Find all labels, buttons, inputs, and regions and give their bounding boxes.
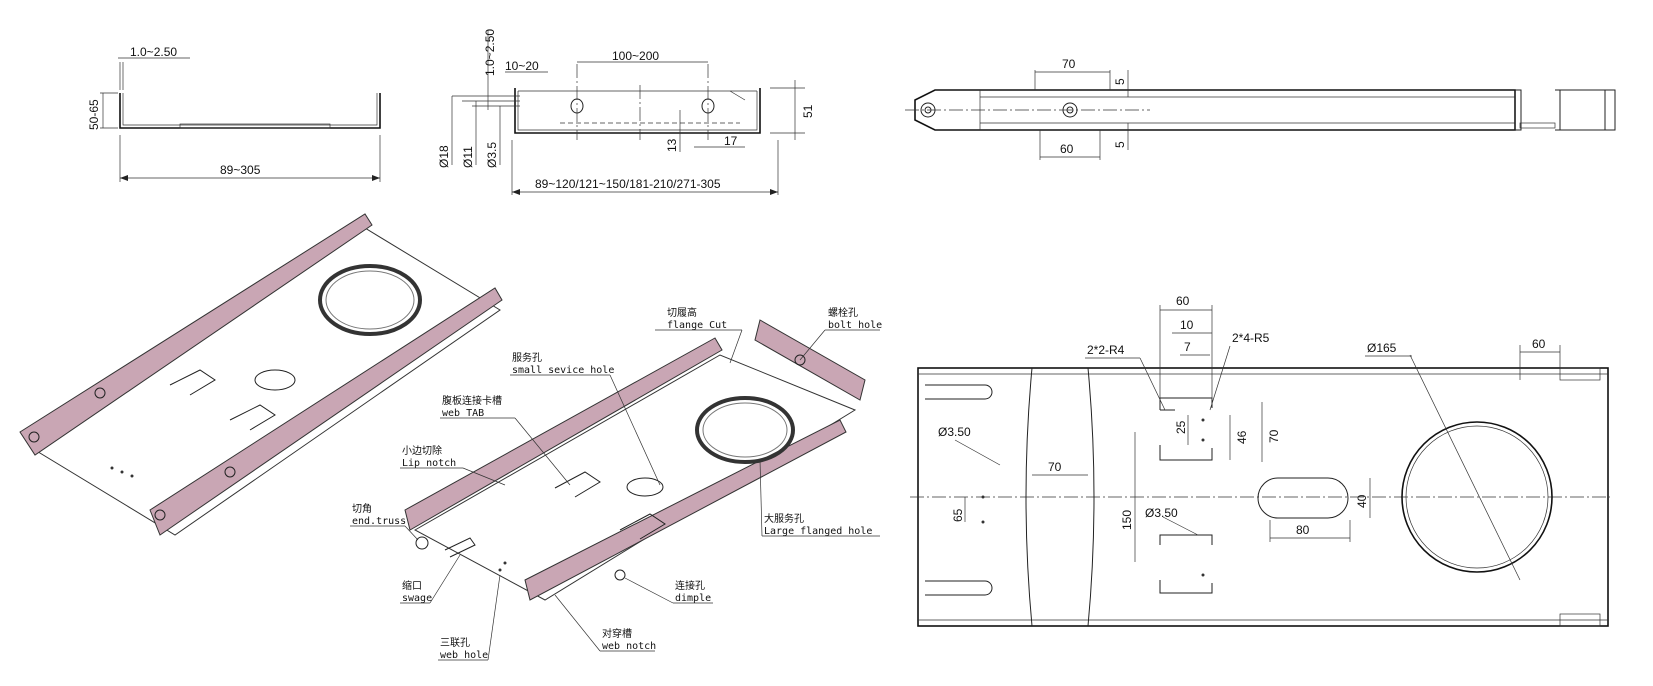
section-lip-label: 10~20	[505, 59, 539, 73]
callout-10-zh: 三联孔	[440, 637, 470, 649]
plan-d65-label: 65	[951, 508, 965, 522]
plan-r5-label: 2*4-R5	[1232, 331, 1270, 345]
section-view: 100~200 10~20 1.0~2.50 Ø18 Ø11 Ø3.5 13 1…	[437, 29, 815, 195]
iso-view-1	[19, 213, 503, 536]
callout-1-en: bolt hole	[828, 320, 882, 331]
side-d60-label: 60	[1060, 142, 1074, 156]
side-d5-top-label: 5	[1113, 78, 1127, 85]
plan-d25-label: 25	[1174, 420, 1188, 434]
plan-dia350-b-label: Ø3.50	[1145, 506, 1178, 520]
section-widths-label: 89~120/121~150/181-210/271-305	[535, 177, 721, 191]
callout-4-zh: 小边切除	[402, 444, 442, 457]
section-d13-label: 13	[665, 138, 679, 152]
section-d17-label: 17	[724, 134, 738, 148]
side-d70-label: 70	[1062, 57, 1076, 71]
callout-5-en: end.truss	[352, 516, 406, 527]
callout-8-zh: 连接孔	[675, 579, 705, 592]
callout-3-zh: 腹板连接卡槽	[442, 394, 502, 407]
callout-6-zh: 大服务孔	[764, 512, 804, 525]
section-dia3-5-label: Ø3.5	[485, 142, 499, 168]
plan-d60-right-label: 60	[1532, 337, 1546, 351]
plan-dia350-a-label: Ø3.50	[938, 425, 971, 439]
section-dia11-label: Ø11	[461, 146, 475, 168]
front-height-label: 50-65	[87, 99, 101, 130]
callout-4-en: Lip notch	[402, 458, 456, 469]
callout-7-zh: 缩口	[402, 579, 422, 592]
front-thickness-label: 1.0~2.50	[130, 45, 177, 59]
front-width-label: 89~305	[220, 163, 261, 177]
callout-2-en: small sevice hole	[512, 365, 614, 376]
plan-view: 70 65 Ø3.50 Ø3.50 150 60 10	[910, 294, 1610, 627]
plan-dia165-label: Ø165	[1367, 341, 1397, 355]
plan-d80-label: 80	[1296, 523, 1310, 537]
plan-d40-label: 40	[1355, 494, 1369, 508]
section-pitch-label: 100~200	[612, 49, 659, 63]
plan-r4-label: 2*2-R4	[1087, 343, 1125, 357]
section-thickness-label: 1.0~2.50	[483, 29, 497, 76]
callout-9-en: web notch	[602, 641, 656, 652]
callout-9-zh: 对穿槽	[602, 627, 632, 640]
plan-d7-label: 7	[1184, 340, 1191, 354]
iso-view-2: 切履高 flange Cut 螺栓孔 bolt hole 服务孔 small s…	[350, 306, 882, 661]
plan-d46-label: 46	[1235, 430, 1249, 444]
plan-d60-top-label: 60	[1176, 294, 1190, 308]
plan-d70-mid-label: 70	[1048, 460, 1062, 474]
callout-2-zh: 服务孔	[512, 351, 542, 364]
section-dia18-label: Ø18	[437, 145, 451, 168]
callout-7-en: swage	[402, 593, 432, 604]
callout-1-zh: 螺栓孔	[828, 306, 858, 319]
plan-d70-right-label: 70	[1267, 429, 1281, 443]
callout-0-zh: 切履高	[667, 306, 697, 319]
plan-d10-label: 10	[1180, 318, 1194, 332]
callout-5-zh: 切角	[352, 503, 372, 515]
side-view: 70 60 5 5	[905, 57, 1616, 160]
callout-10-en: web hole	[440, 650, 488, 661]
callout-3-en: web TAB	[442, 408, 484, 419]
plan-d150-label: 150	[1120, 510, 1134, 530]
callout-6-en: Large flanged hole	[764, 526, 872, 537]
section-height-label: 51	[801, 104, 815, 118]
callout-0-en: flange Cut	[667, 320, 727, 331]
callout-8-en: dimple	[675, 593, 711, 604]
front-view: 1.0~2.50 50-65 89~305	[87, 45, 381, 182]
side-d5-bottom-label: 5	[1113, 141, 1127, 148]
